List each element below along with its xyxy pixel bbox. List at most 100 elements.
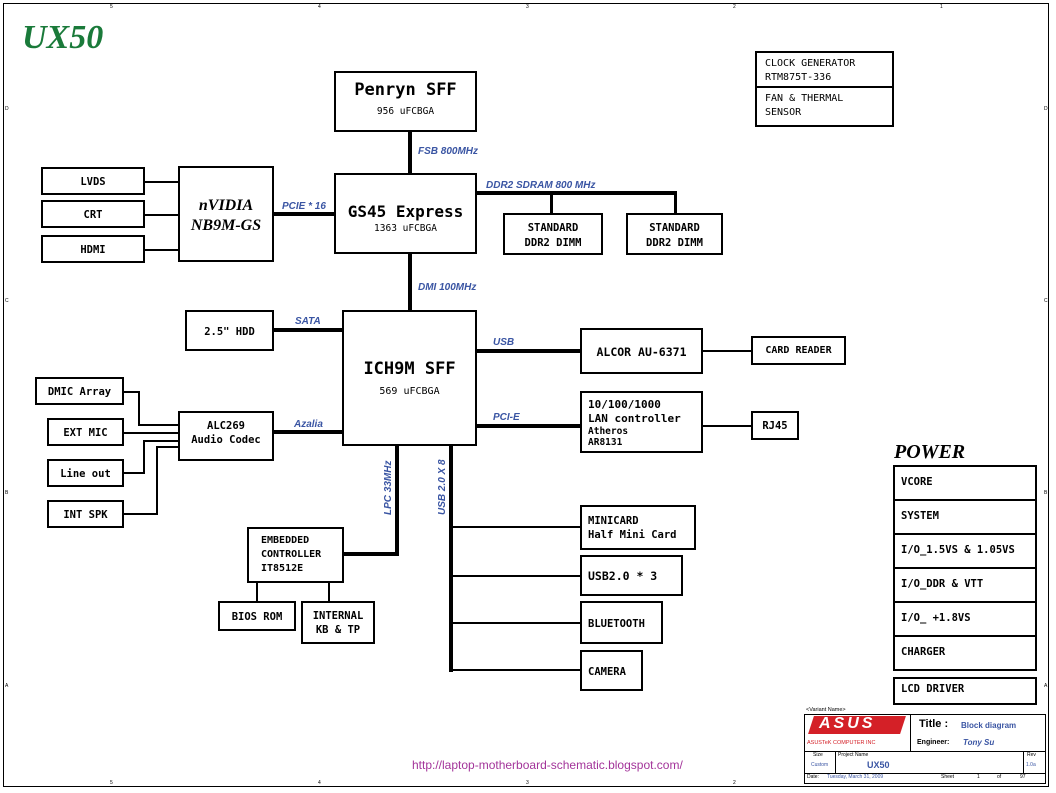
ec-line2: CONTROLLER [261,549,322,560]
power-item: LCD DRIVER [893,677,1037,705]
border-tick-top: 3 [526,4,529,10]
gs45-package: 1363 uFCBGA [374,223,437,234]
power-item-label: I/O_DDR & VTT [901,578,984,590]
alcor-box: ALCOR AU-6371 [580,328,703,374]
hdd-label: 2.5" HDD [204,326,255,338]
power-item: SYSTEM [893,499,1037,535]
border-tick-right: D [1044,106,1048,112]
intspk-label: INT SPK [63,509,108,521]
clock-line1: CLOCK GENERATOR [765,58,856,69]
usb-label: USB [493,337,515,348]
crt-label: CRT [83,209,103,221]
sheet-label: Sheet [941,774,955,780]
size-label: Size [813,752,823,758]
date-value: Tuesday, March 31, 2009 [827,774,884,780]
dimm2-line1: STANDARD [649,222,700,234]
dimm2-box: STANDARD DDR2 DIMM [626,213,723,255]
ich9m-southbridge-box: ICH9M SFF 569 uFCBGA [342,310,477,446]
usb3-label: USB2.0 * 3 [588,569,658,583]
power-item: VCORE [893,465,1037,501]
internal-kb-box: INTERNAL KB & TP [301,601,375,644]
border-tick-left: C [5,298,9,304]
variant-name-label: <Variant Name> [806,707,846,713]
ddr2-bus-line [477,191,677,195]
dmic-box: DMIC Array [35,377,124,405]
tb-divider [805,773,1045,774]
lineout-label: Line out [60,468,111,480]
alcor-label: ALCOR AU-6371 [596,345,687,359]
tb-divider [835,751,836,773]
clock-fan-box: CLOCK GENERATOR RTM875T-336 FAN & THERMA… [755,51,894,127]
hdd-box: 2.5" HDD [185,310,274,351]
usb8-label: USB 2.0 X 8 [437,459,448,515]
nvidia-line2: NB9M-GS [190,217,262,234]
rev-value: 1.0a [1026,762,1036,768]
cardreader-label: CARD READER [765,345,832,356]
penryn-name: Penryn SFF [354,80,457,100]
clock-line2: RTM875T-336 [765,72,832,83]
ec-line3: IT8512E [261,563,304,574]
bios-rom-box: BIOS ROM [218,601,296,631]
extmic-box: EXT MIC [47,418,124,446]
rj45-box: RJ45 [751,411,799,440]
alc-line1: ALC269 [207,420,245,432]
kb-wire [328,581,330,601]
minicard-line2: Half Mini Card [588,529,677,541]
ich9m-name: ICH9M SFF [363,359,456,379]
rev-label: Rev [1027,752,1036,758]
crt-box: CRT [41,200,145,228]
dmi-line [408,254,412,310]
power-item: I/O_1.5VS & 1.05VS [893,533,1037,569]
border-tick-top: 5 [110,4,113,10]
lvds-line [145,181,178,183]
drawing-frame [3,3,1049,787]
dmic-wire [138,391,140,425]
source-url-link[interactable]: http://laptop-motherboard-schematic.blog… [412,758,683,772]
project-value: UX50 [867,760,890,770]
fsb-label: FSB 800MHz [418,146,479,157]
lvds-box: LVDS [41,167,145,195]
fsb-line [408,132,412,173]
camera-label: CAMERA [588,666,626,678]
border-tick-left: B [5,490,9,496]
hdmi-label: HDMI [80,244,106,256]
usb-trunk-line [449,446,453,672]
kb-line1: INTERNAL [312,610,364,622]
pcie-line [274,212,334,216]
lpc-line [344,552,399,556]
power-item: CHARGER [893,635,1037,671]
sata-line [274,328,342,332]
usb3-wire [451,575,580,577]
dimm2-line2: DDR2 DIMM [646,237,703,249]
border-tick-bottom: 2 [733,780,736,786]
bluetooth-wire [451,622,580,624]
power-item-label: LCD DRIVER [901,683,965,695]
border-tick-top: 1 [940,4,943,10]
asus-logo: ASUS [805,715,910,739]
border-tick-left: A [5,683,9,689]
sata-label: SATA [295,316,321,327]
nvidia-gpu-box: nVIDIA NB9M-GS [178,166,274,262]
border-tick-bottom: 4 [318,780,321,786]
pcie-lan-line [477,424,580,428]
camera-box: CAMERA [580,650,643,691]
dmic-wire [138,424,178,426]
gs45-northbridge-box: GS45 Express 1363 uFCBGA [334,173,477,254]
usb-ports-box: USB2.0 * 3 [580,555,683,596]
power-item-label: VCORE [901,476,933,488]
pcie-lan-label: PCI-E [493,412,520,423]
of-label: of [997,774,1002,780]
page-title: UX50 [22,19,104,56]
engineer-value: Tony Su [963,738,995,747]
extmic-wire [124,432,178,434]
border-tick-right: B [1044,490,1048,496]
embedded-controller-box: EMBEDDED CONTROLLER IT8512E [247,527,344,583]
tb-divider [1023,751,1024,773]
fan-line2: SENSOR [765,107,802,118]
power-item-label: SYSTEM [901,510,939,522]
project-label: Project Name [838,752,869,758]
power-item-label: I/O_1.5VS & 1.05VS [901,544,1015,556]
dimm1-box: STANDARD DDR2 DIMM [503,213,603,255]
minicard-line1: MINICARD [588,515,639,527]
